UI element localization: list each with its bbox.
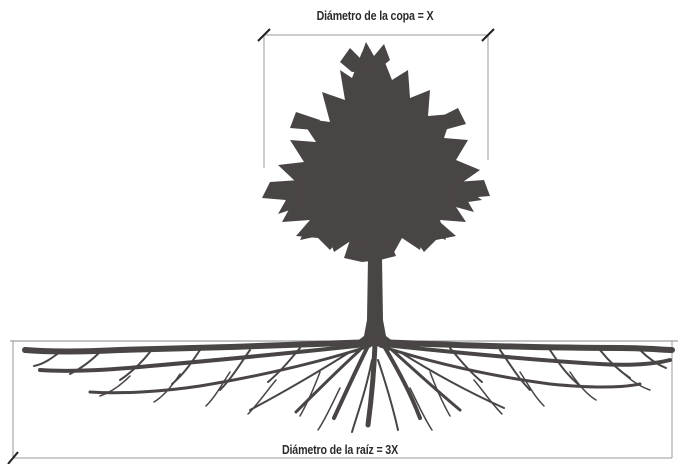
- crown-diameter-label: Diámetro de la copa = X: [317, 8, 434, 23]
- tree-silhouette: [25, 42, 672, 432]
- tree-trunk: [356, 258, 394, 342]
- root-system: [25, 342, 672, 432]
- root-diameter-label: Diámetro de la raíz = 3X: [282, 442, 398, 457]
- tree-canopy: [262, 42, 490, 262]
